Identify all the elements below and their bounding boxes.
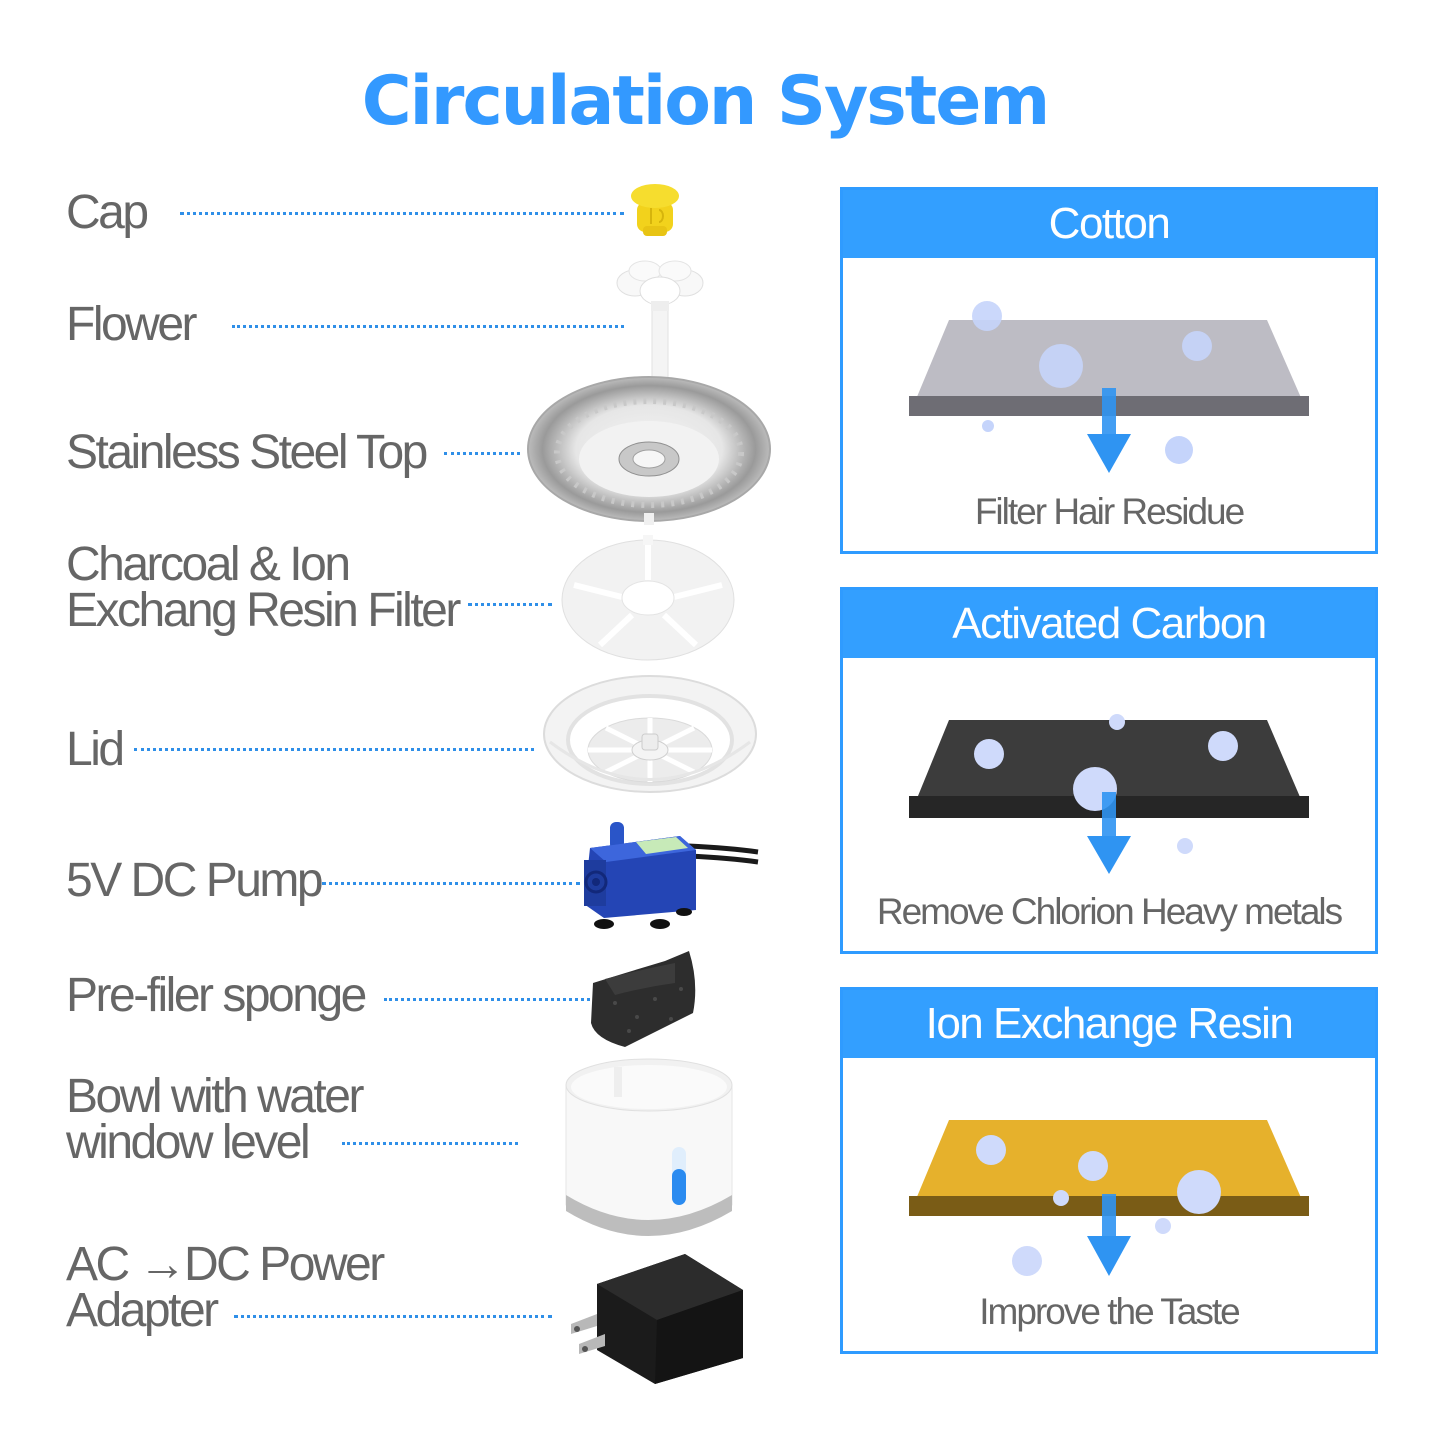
sponge-icon — [591, 951, 696, 1047]
leader-line-filter — [468, 603, 552, 606]
part-label-flower: Flower — [66, 298, 198, 351]
bowl-icon — [565, 1058, 733, 1236]
downward-arrow-icon — [982, 388, 1193, 473]
part-label-adapter: AC →DC Power Adapter — [66, 1238, 385, 1337]
filter-card-caption: Filter Hair Residue — [974, 491, 1245, 532]
leader-line-cap — [180, 212, 624, 215]
lid-icon — [543, 675, 757, 793]
steel-tray-icon — [527, 376, 771, 525]
filter-card-heading: Ion Exchange Resin — [843, 990, 1375, 1058]
flower-spout-icon — [616, 260, 704, 388]
part-label-cap: Cap — [66, 186, 149, 239]
part-label-bowl: Bowl with water window level — [66, 1070, 364, 1169]
filter-card-resin: Ion Exchange Resin Improve the Taste — [840, 987, 1378, 1354]
yellow-cap-icon — [631, 184, 679, 236]
leader-line-bowl — [342, 1142, 518, 1145]
leader-line-lid — [134, 748, 534, 751]
filter-card-heading: Cotton — [843, 190, 1375, 258]
page-title: Circulation System — [361, 62, 1051, 141]
leader-line-sponge — [384, 998, 590, 1001]
leader-line-pump — [322, 882, 580, 885]
pump-icon — [584, 822, 759, 929]
leader-line-adapter — [234, 1315, 552, 1318]
part-label-pump: 5V DC Pump — [66, 854, 324, 907]
filter-card-cotton: Cotton Filter Hair Residue — [840, 187, 1378, 554]
leader-line-steel-top — [444, 452, 520, 455]
filter-card-heading: Activated Carbon — [843, 590, 1375, 658]
filter-card-carbon: Activated Carbon Remove Chlorion Heavy m… — [840, 587, 1378, 954]
resin-slab-icon — [909, 1120, 1309, 1216]
filter-card-caption: Improve the Taste — [979, 1291, 1240, 1332]
part-label-lid: Lid — [66, 723, 125, 776]
downward-arrow-icon — [1012, 1194, 1171, 1276]
part-label-sponge: Pre-filer sponge — [66, 969, 367, 1022]
leader-line-flower — [232, 325, 624, 328]
filter-disc-icon — [561, 535, 735, 661]
filter-card-caption: Remove Chlorion Heavy metals — [876, 891, 1343, 932]
downward-arrow-icon — [1087, 792, 1193, 874]
part-label-steel-top: Stainless Steel Top — [66, 426, 428, 479]
part-label-filter: Charcoal & Ion Exchang Resin Filter — [66, 538, 461, 637]
power-adapter-icon — [571, 1254, 743, 1384]
